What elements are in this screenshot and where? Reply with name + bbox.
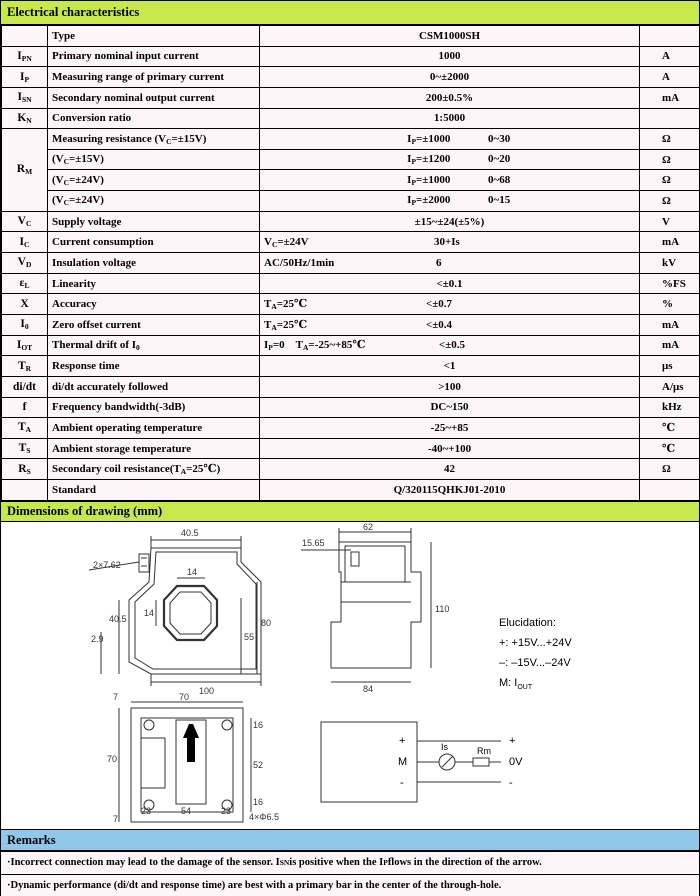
dim-label: 84 xyxy=(363,684,373,694)
table-row: VC Supply voltage ±15~±24(±5%) V xyxy=(1,210,700,233)
remark-2: ·Dynamic performance (di/dt and response… xyxy=(1,874,699,896)
side-view xyxy=(301,528,432,683)
table-row-standard: Standard Q/320115QHKJ01-2010 xyxy=(1,479,700,501)
table-row: TR Response time <1 μs xyxy=(1,355,700,377)
dim-label: 23 xyxy=(221,806,231,816)
dim-label: 14 xyxy=(187,567,197,577)
dim-label: 14 xyxy=(144,608,154,618)
section-remarks-header: Remarks xyxy=(1,829,699,851)
elucidation-title: Elucidation: xyxy=(499,617,556,629)
table-row: TA Ambient operating temperature -25~+85… xyxy=(1,417,700,439)
table-row-rm: (VC=±24V) IP=±1000 0~68 Ω xyxy=(2,169,700,192)
section-dimensions-header: Dimensions of drawing (mm) xyxy=(1,501,699,522)
drawing-svg: 40.5 14 2×7.62 14 40.5 2.9 55 80 100 62 … xyxy=(88,522,572,824)
elucidation-plus: +: +15V...+24V xyxy=(499,637,572,649)
dimension-drawing: 40.5 14 2×7.62 14 40.5 2.9 55 80 100 62 … xyxy=(1,522,699,829)
dim-label: 16 xyxy=(253,797,263,807)
bottom-view xyxy=(118,701,252,823)
dim-label: 23 xyxy=(141,806,151,816)
remark-1: ·Incorrect connection may lead to the da… xyxy=(1,851,699,873)
table-row: di/dt di/dt accurately followed >100 A/μ… xyxy=(1,375,700,398)
circuit-diagram xyxy=(320,721,501,803)
table-row: IP Measuring range of primary current 0~… xyxy=(1,66,700,88)
dim-label: 70 xyxy=(107,754,117,764)
table-row-type: Type CSM1000SH xyxy=(1,25,700,47)
dim-label: 40.5 xyxy=(181,528,199,538)
dim-label: 62 xyxy=(363,522,373,532)
type-value: CSM1000SH xyxy=(259,25,640,47)
table-row: RS Secondary coil resistance(TA=25℃) 42 … xyxy=(1,458,700,481)
front-view xyxy=(88,536,262,686)
circuit-label: + xyxy=(399,735,405,747)
section-dimensions-title: Dimensions of drawing (mm) xyxy=(7,504,163,518)
table-row-rm: (VC=±15V) IP=±1200 0~20 Ω xyxy=(2,148,700,171)
circuit-label: - xyxy=(400,777,404,789)
dim-label: 4×Φ6.5 xyxy=(249,812,279,822)
table-row: KN Conversion ratio 1:5000 xyxy=(1,107,700,130)
circuit-label: + xyxy=(509,735,515,747)
table-row: I0 Zero offset current TA=25℃<±0.4 mA xyxy=(1,313,700,336)
dim-label: 70 xyxy=(179,692,189,702)
dim-label: 7 xyxy=(113,692,118,702)
table-row: ISN Secondary nominal output current 200… xyxy=(1,86,700,109)
table-row: IPN Primary nominal input current 1000 A xyxy=(1,45,700,68)
type-label: Type xyxy=(47,25,260,47)
dim-label: 7 xyxy=(113,814,118,824)
circuit-label: Rm xyxy=(477,746,491,756)
section-electrical-title: Electrical characteristics xyxy=(7,5,140,19)
table-row-rm: RM Measuring resistance (VC=±15V) IP=±10… xyxy=(1,128,700,212)
dim-label: 80 xyxy=(261,618,271,628)
circuit-label: 0V xyxy=(509,756,523,768)
circuit-label: - xyxy=(509,777,513,789)
dim-label: 54 xyxy=(181,806,191,816)
dim-label: 16 xyxy=(253,720,263,730)
table-row-rm: (VC=±24V) IP=±2000 0~15 Ω xyxy=(2,190,700,212)
table-row: f Frequency bandwidth(-3dB) DC~150 kHz xyxy=(1,396,700,419)
dim-label: 52 xyxy=(253,760,263,770)
elucidation-m: M: IOUT xyxy=(499,677,533,691)
section-remarks-title: Remarks xyxy=(7,832,56,847)
table-row: εL Linearity <±0.1 %FS xyxy=(1,272,700,295)
table-row: IOT Thermal drift of I0 IP=0 TA=-25~+85℃… xyxy=(1,334,700,357)
dim-label: 15.65 xyxy=(302,538,325,548)
spec-table: Type CSM1000SH IPN Primary nominal input… xyxy=(1,25,700,501)
dim-label: 2×7.62 xyxy=(93,560,121,570)
dim-label: 110 xyxy=(435,604,449,614)
table-row: X Accuracy TA=25℃<±0.7 % xyxy=(1,293,700,315)
circuit-label: M xyxy=(398,756,407,768)
dim-label: 2.9 xyxy=(91,634,104,644)
dim-label: 40.5 xyxy=(109,614,127,624)
section-electrical-header: Electrical characteristics xyxy=(1,1,699,25)
arrow-icon xyxy=(183,724,199,762)
dim-label: 100 xyxy=(199,686,214,696)
dim-label: 55 xyxy=(244,632,254,642)
elucidation-minus: –: –15V...–24V xyxy=(499,657,571,669)
table-row: TS Ambient storage temperature -40~+100 … xyxy=(1,437,700,460)
circuit-label: Is xyxy=(441,742,449,752)
